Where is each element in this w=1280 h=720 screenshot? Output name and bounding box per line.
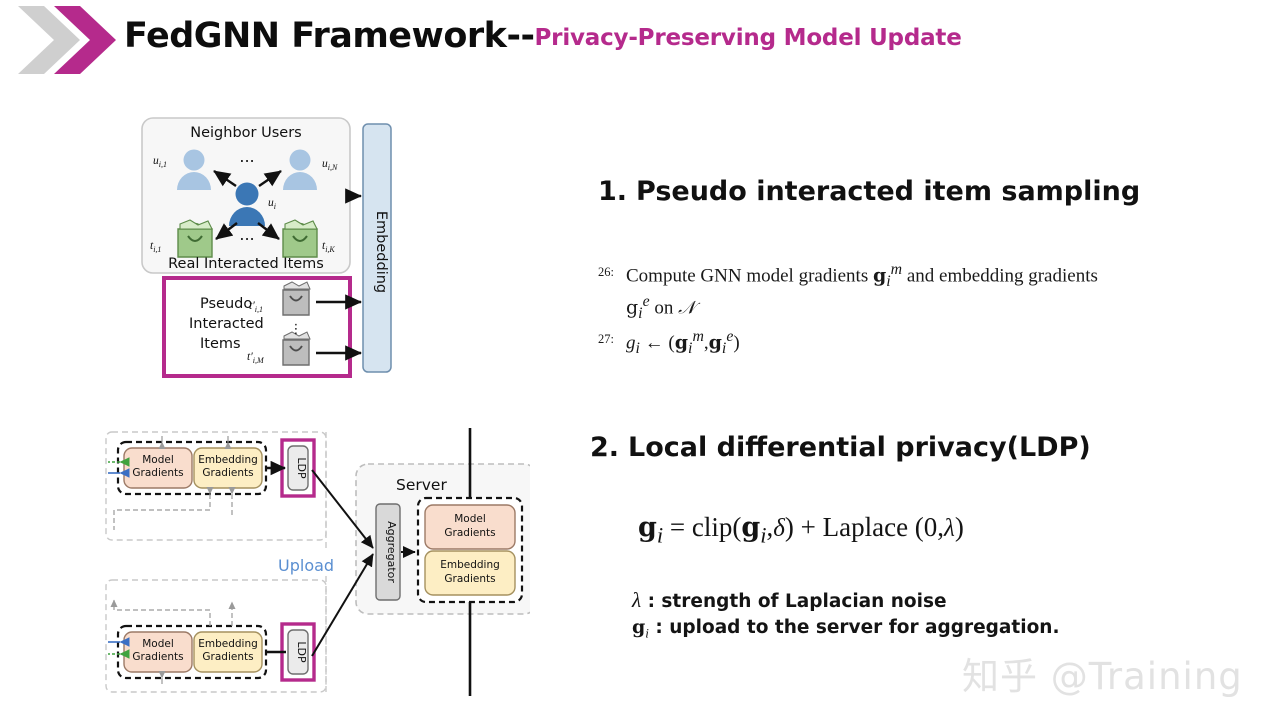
step-2-heading: 2. Local differential privacy(LDP) bbox=[590, 432, 1091, 463]
ldp-label-1: LDP bbox=[295, 457, 308, 479]
model-gradients-label-1-line1: Model bbox=[142, 454, 174, 466]
legend-lambda-text: strength of Laplacian noise bbox=[661, 591, 947, 612]
neighbor-user-left-icon bbox=[177, 149, 211, 190]
model-gradients-label-2-line2: Gradients bbox=[132, 651, 183, 663]
embedding-bar bbox=[362, 123, 392, 373]
chevron-gray-icon bbox=[18, 6, 80, 74]
slide-header: FedGNN Framework--Privacy-Preserving Mod… bbox=[0, 0, 1280, 80]
step-2-label: Local differential privacy(LDP) bbox=[628, 432, 1091, 463]
pseudo-vertical-ellipsis: ⋮ bbox=[290, 322, 303, 337]
embedding-gradients-label-2-line1: Embedding bbox=[198, 638, 258, 650]
upload-label: Upload bbox=[278, 556, 334, 575]
step-1-heading: 1. Pseudo interacted item sampling bbox=[598, 176, 1140, 207]
ldp-label-2: LDP bbox=[295, 641, 308, 663]
legend-lambda: λ : strength of Laplacian noise bbox=[632, 588, 947, 613]
algorithm-line-27: 27: gi ← (gim,gie) bbox=[598, 327, 1178, 359]
embedding-gradients-box-2 bbox=[193, 631, 263, 673]
model-gradients-box-1 bbox=[123, 447, 193, 489]
items-ellipsis: ... bbox=[239, 225, 254, 244]
slide-title: FedGNN Framework--Privacy-Preserving Mod… bbox=[124, 16, 962, 56]
right-content-column: 1. Pseudo interacted item sampling 26: Co… bbox=[590, 160, 1200, 660]
pseudo-interacted-item-sampling-diagram: Neighbor Users ... ... ui,1 ui,N ui ti,1… bbox=[141, 117, 392, 378]
algorithm-line-26-text: Compute GNN model gradients gim and embe… bbox=[626, 261, 1098, 323]
pseudo-label-line2: Interacted bbox=[189, 316, 264, 332]
page-subtitle: Privacy-Preserving Model Update bbox=[534, 25, 962, 51]
algorithm-line-27-text: gi ← (gim,gie) bbox=[626, 327, 740, 357]
ldp-upload-aggregation-diagram: Model Gradients Embedding Gradients LDP … bbox=[105, 428, 530, 696]
aggregator-label: Aggregator bbox=[385, 521, 398, 583]
server-embedding-gradients-box bbox=[424, 550, 516, 596]
watermark: 知乎 @Training bbox=[962, 655, 1243, 698]
legend-gi-symbol: g bbox=[632, 616, 646, 638]
legend-lambda-symbol: λ bbox=[632, 588, 642, 612]
pseudo-label-line1: Pseudo bbox=[200, 296, 252, 312]
page-title: FedGNN Framework-- bbox=[124, 16, 535, 56]
server-embedding-gradients-label-line1: Embedding bbox=[440, 559, 500, 571]
label-t-i-1: ti,1 bbox=[150, 240, 161, 254]
pseudo-item-bag-bottom-icon bbox=[282, 331, 311, 366]
neighbor-users-ellipsis: ... bbox=[239, 147, 254, 166]
legend-gi-text: upload to the server for aggregation. bbox=[669, 617, 1060, 638]
model-gradients-label-1-line2: Gradients bbox=[132, 467, 183, 479]
double-chevron-logo bbox=[18, 6, 116, 74]
real-item-bag-right-icon bbox=[282, 219, 318, 258]
embedding-gradients-label-1-line2: Gradients bbox=[202, 467, 253, 479]
step-2-number: 2. bbox=[590, 432, 620, 463]
ldp-box-2 bbox=[287, 629, 309, 675]
embedding-gradients-label-1-line1: Embedding bbox=[198, 454, 258, 466]
aggregator-box bbox=[375, 503, 401, 601]
real-interacted-items-label: Real Interacted Items bbox=[168, 256, 324, 272]
algorithm-pseudocode: 26: Compute GNN model gradients gim and … bbox=[598, 260, 1178, 359]
target-user-icon bbox=[229, 182, 265, 226]
embedding-label: Embedding bbox=[373, 211, 389, 293]
ldp-formula: gi = clip(gi,δ) + Laplace (0,λ) bbox=[638, 512, 964, 548]
ldp-box-1 bbox=[287, 445, 309, 491]
chevron-magenta-icon bbox=[54, 6, 116, 74]
real-item-bag-left-icon bbox=[177, 219, 213, 258]
pseudo-interacted-items-box bbox=[162, 276, 352, 378]
step-1-number: 1. bbox=[598, 176, 628, 207]
server-model-gradients-box bbox=[424, 504, 516, 550]
step-1-label: Pseudo interacted item sampling bbox=[636, 176, 1141, 207]
server-embedding-gradients-label-line2: Gradients bbox=[444, 573, 495, 585]
model-gradients-label-2-line1: Model bbox=[142, 638, 174, 650]
pseudo-item-bag-top-icon bbox=[282, 281, 311, 316]
algorithm-line-26: 26: Compute GNN model gradients gim and … bbox=[598, 260, 1178, 325]
algorithm-line-26-number: 26: bbox=[598, 265, 614, 279]
legend-gi-separator: : bbox=[655, 617, 663, 638]
neighbor-user-right-icon bbox=[283, 149, 317, 190]
legend-lambda-separator: : bbox=[647, 591, 655, 612]
embedding-gradients-label-2-line2: Gradients bbox=[202, 651, 253, 663]
pseudo-label-line3: Items bbox=[200, 336, 241, 352]
server-model-gradients-label-line2: Gradients bbox=[444, 527, 495, 539]
neighbor-users-label: Neighbor Users bbox=[190, 125, 301, 141]
label-u-i: ui bbox=[268, 197, 276, 211]
server-label: Server bbox=[396, 476, 447, 494]
algorithm-line-27-number: 27: bbox=[598, 331, 614, 346]
server-model-gradients-label-line1: Model bbox=[454, 513, 486, 525]
legend-gi: gi : upload to the server for aggregatio… bbox=[632, 616, 1060, 641]
client-group-box-bottom bbox=[105, 579, 327, 693]
